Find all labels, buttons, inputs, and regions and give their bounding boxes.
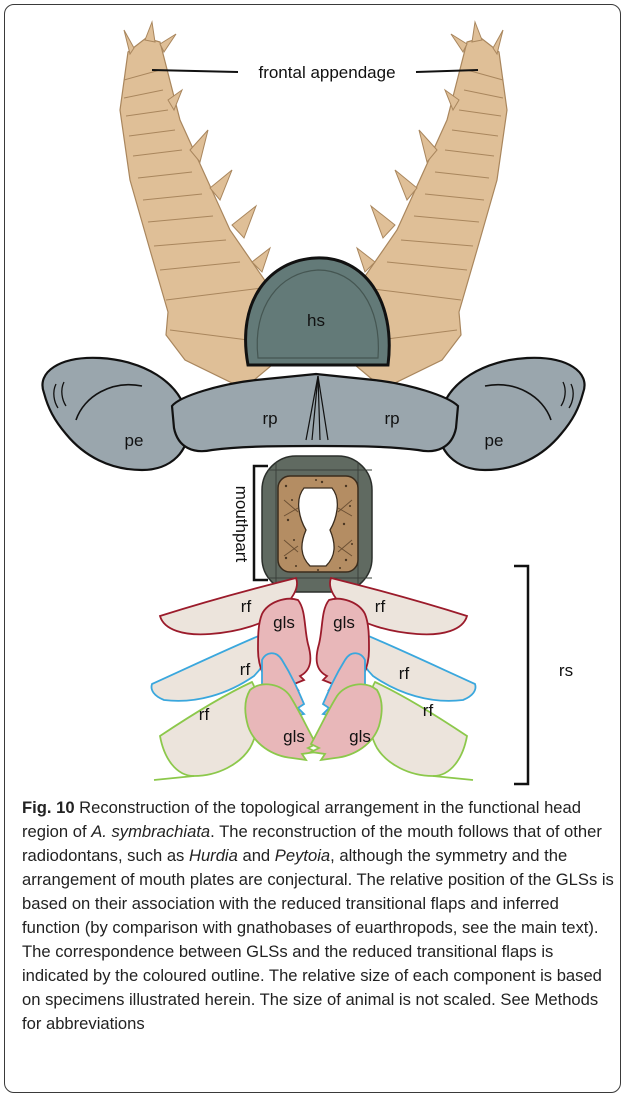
caption-fig-label: Fig. 10: [22, 798, 75, 817]
caption-genus-hurdia: Hurdia: [189, 846, 238, 865]
gls-top-right-label: gls: [333, 613, 355, 632]
rf-mid-left-label: rf: [240, 660, 251, 679]
rf-top-left-label: rf: [241, 597, 252, 616]
reduced-plate: rp rp: [172, 374, 458, 451]
gls-bottom-right-label: gls: [349, 727, 371, 746]
gls-top-left-label: gls: [273, 613, 295, 632]
rp-left-label: rp: [262, 409, 277, 428]
caption-species: A. symbrachiata: [91, 822, 210, 841]
pe-left-label: pe: [125, 431, 144, 450]
rs-label: rs: [559, 661, 573, 680]
gls-bottom-left: gls: [245, 684, 316, 760]
caption-text-4: , although the symmetry and the arrangem…: [22, 846, 614, 1033]
reconstruction-figure: frontal appendage hs pe pe rp rp: [0, 0, 627, 790]
frontal-appendage-label: frontal appendage: [258, 63, 395, 82]
rs-bracket: [514, 566, 528, 784]
figure-caption: Fig. 10 Reconstruction of the topologica…: [22, 796, 614, 1036]
rp-right-label: rp: [384, 409, 399, 428]
left-p-element: pe: [42, 358, 188, 470]
gls-bottom-left-label: gls: [283, 727, 305, 746]
rf-bottom-left-label: rf: [199, 705, 210, 724]
rf-bottom-right-label: rf: [423, 701, 434, 720]
pe-right-label: pe: [485, 431, 504, 450]
hs-label: hs: [307, 311, 325, 330]
mouthpart-label: mouthpart: [232, 486, 251, 563]
caption-genus-peytoia: Peytoia: [275, 846, 330, 865]
rf-top-right-label: rf: [375, 597, 386, 616]
mouthpart: [262, 456, 372, 592]
caption-text-3: and: [238, 846, 275, 865]
gls-bottom-right: gls: [311, 684, 382, 760]
right-p-element: pe: [439, 358, 585, 470]
rf-mid-right-label: rf: [399, 664, 410, 683]
